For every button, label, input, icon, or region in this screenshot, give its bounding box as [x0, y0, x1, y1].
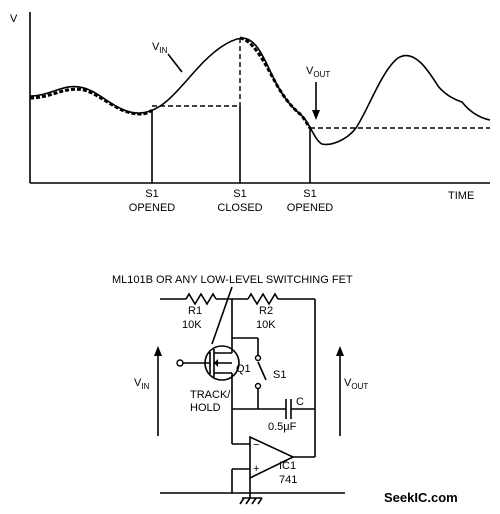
opamp-plus: +	[253, 463, 259, 475]
c-value: 0.5μF	[268, 421, 297, 433]
event-2-line2: CLOSED	[217, 202, 262, 214]
s1-switch	[257, 361, 267, 381]
r2-value: 10K	[256, 319, 276, 331]
ic1-opamp	[249, 435, 295, 480]
vout-trace-label: VOUT	[306, 65, 330, 79]
vout-pointer-head	[312, 110, 320, 120]
vout-trace	[29, 36, 312, 130]
s1-label: S1	[273, 369, 286, 381]
q1-label: Q1	[236, 363, 251, 375]
c-label: C	[296, 396, 304, 408]
event-3-line1: S1	[303, 188, 316, 200]
r1-name: R1	[188, 305, 202, 317]
waveform-graph: V TIME VIN VOUT S1 OPENED S1 CLOSED S1 O…	[10, 12, 491, 214]
event-2-line1: S1	[233, 188, 246, 200]
r2-resistor	[247, 292, 279, 306]
r2-name: R2	[259, 305, 273, 317]
vin-pointer	[167, 53, 183, 73]
vin-label: VIN	[134, 377, 150, 391]
event-3-line2: OPENED	[287, 202, 334, 214]
event-1-line1: S1	[145, 188, 158, 200]
circuit-schematic: ML101B OR ANY LOW-LEVEL SWITCHING FET R1…	[112, 274, 368, 505]
vout-label: VOUT	[344, 377, 368, 391]
gate-terminal	[176, 359, 184, 367]
r1-resistor	[185, 292, 217, 306]
ic1-part: 741	[279, 474, 297, 486]
r1-value: 10K	[182, 319, 202, 331]
opamp-minus: −	[253, 439, 259, 451]
ic1-name: IC1	[279, 460, 296, 472]
track-hold-line1: TRACK/	[190, 389, 231, 401]
y-axis-label: V	[10, 13, 18, 25]
fet-note: ML101B OR ANY LOW-LEVEL SWITCHING FET	[112, 274, 353, 286]
watermark: SeekIC.com	[384, 490, 458, 505]
fet-note-leader	[211, 286, 233, 345]
x-axis-label: TIME	[448, 190, 474, 202]
event-1-line2: OPENED	[129, 202, 176, 214]
vin-curve-label: VIN	[152, 41, 168, 55]
hold-lines	[152, 38, 490, 129]
track-hold-line2: HOLD	[190, 402, 221, 414]
